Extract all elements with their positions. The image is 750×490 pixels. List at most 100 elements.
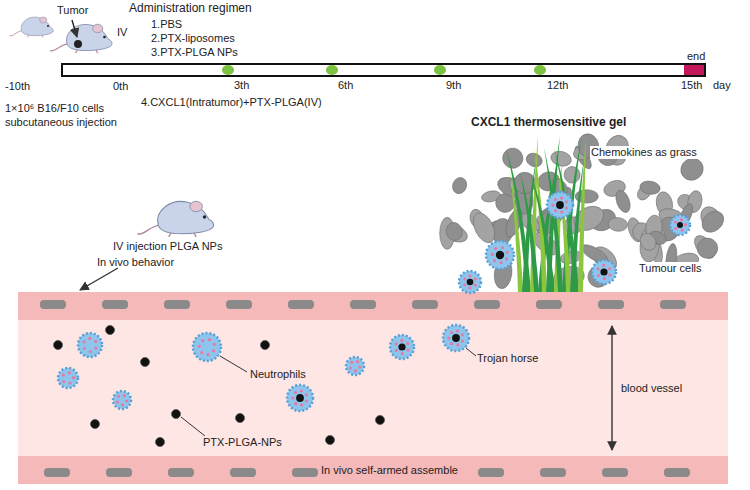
endothelial-cell [40, 300, 66, 309]
granule [88, 337, 91, 340]
behavior-arrow [80, 268, 118, 290]
tumour-cell [613, 188, 633, 214]
route-label: subcutaneous injection [4, 116, 118, 129]
granule [554, 209, 557, 212]
granule [565, 206, 568, 209]
granule [200, 351, 203, 354]
neutrophil [78, 333, 102, 357]
tumour-cell [499, 144, 526, 171]
grass-blade [506, 148, 531, 292]
endothelial-cell [168, 468, 194, 477]
neutrophil [346, 357, 364, 375]
granule [300, 389, 303, 392]
tumor-dot [74, 40, 82, 48]
mouse-icon [10, 17, 54, 37]
granule [406, 349, 409, 352]
granule [300, 403, 303, 406]
tumour-cell [677, 202, 695, 228]
unit-label: day [712, 79, 732, 92]
leader-line [220, 356, 247, 372]
granule [305, 399, 308, 402]
nanoparticle [296, 394, 304, 402]
injection-label: IV injection PLGA NPs [112, 240, 223, 253]
mouse-icon [50, 24, 112, 53]
granule [201, 339, 204, 342]
tumour-cell [450, 175, 469, 195]
double-arrow [611, 326, 612, 450]
neutrophil [592, 260, 616, 284]
granule [501, 246, 504, 249]
endothelial-cell [602, 468, 628, 477]
nanoparticles [54, 326, 385, 447]
granule [198, 345, 201, 348]
neutrophil [390, 335, 414, 359]
granule [68, 371, 71, 374]
tumour-cell [524, 151, 544, 169]
granule [680, 229, 683, 232]
granule [349, 366, 352, 369]
granule [213, 343, 216, 346]
granule [500, 261, 503, 264]
nanoparticle [600, 268, 607, 275]
granule [395, 342, 398, 345]
tumour-cell [549, 149, 573, 168]
granule [83, 340, 86, 343]
group-label: 2.PTX-liposomes [150, 32, 236, 45]
endothelial-cells [40, 300, 690, 477]
endothelial-cell [536, 300, 562, 309]
route-label: IV [116, 26, 128, 39]
tumour-cell [469, 209, 499, 246]
neutrophil [193, 333, 221, 361]
granule [354, 369, 357, 372]
tumour-cell [444, 221, 464, 243]
granule [463, 283, 466, 286]
tumour-cells [439, 132, 727, 292]
nanoparticle [376, 416, 385, 425]
tumour-cell [698, 207, 728, 237]
mouse-icon [137, 201, 213, 237]
tumour-cell [608, 217, 629, 232]
neutrophil [547, 192, 573, 218]
granule [291, 397, 294, 400]
nanoparticle [141, 358, 150, 367]
group-label: 1.PBS [150, 18, 183, 31]
gel-title: CXCL1 thermosensitive gel [470, 116, 627, 129]
nanoparticle [677, 222, 683, 228]
callout-label: Trojan horse [476, 352, 539, 365]
granule [406, 342, 409, 345]
granule [684, 223, 687, 226]
group-label: 4.CXCL1(Intratumor)+PTX-PLGA(IV) [140, 96, 323, 109]
day-label: 12th [546, 79, 569, 92]
granule [125, 399, 128, 402]
tumor-label: Tumor [56, 4, 89, 17]
end-label: end [686, 50, 706, 63]
callout-label: Chemokines as grass [590, 146, 698, 159]
grass-blade [544, 148, 563, 292]
granule [674, 227, 677, 230]
grass-blade [520, 172, 539, 292]
granule [62, 380, 65, 383]
granule [356, 360, 359, 363]
granule [83, 347, 86, 350]
timeline-bar [62, 64, 705, 76]
granule [461, 333, 464, 336]
granule [89, 350, 92, 353]
granule [121, 403, 124, 406]
endothelial-cell [598, 300, 624, 309]
neutrophil [486, 241, 514, 269]
day-label: 3th [233, 79, 250, 92]
nanoparticle [236, 414, 245, 423]
endothelial-cell [478, 468, 504, 477]
endothelial-cell [288, 300, 314, 309]
granule [560, 210, 563, 213]
granule [468, 286, 471, 289]
nanoparticle [467, 279, 474, 286]
callout-label: Tumour cells [638, 262, 703, 275]
neutrophil [287, 385, 313, 411]
vessel-wall [18, 292, 728, 320]
group-label: 3.PTX-PLGA NPs [150, 46, 239, 59]
granule [450, 331, 453, 334]
day-label: 6th [337, 79, 354, 92]
granule [94, 340, 97, 343]
regimen-title: Administration regimen [128, 2, 253, 15]
